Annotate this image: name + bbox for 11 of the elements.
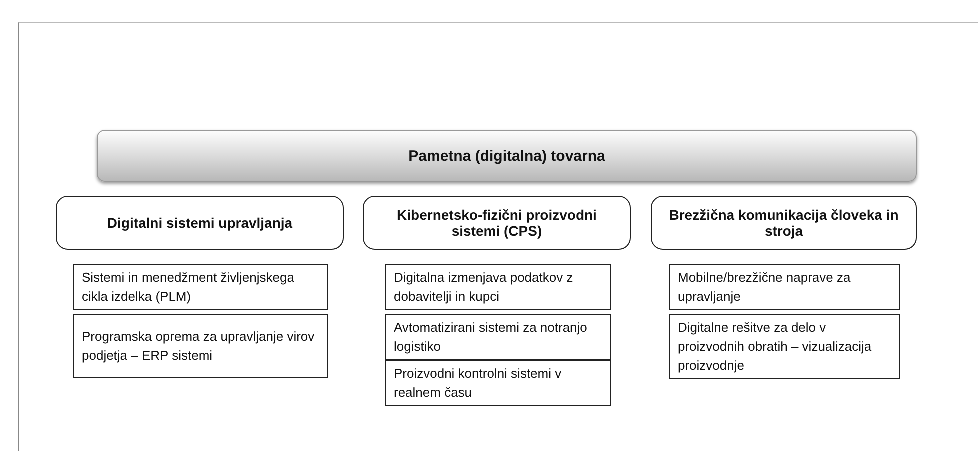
item-box: Programska oprema za upravljanje virov podjetja – ERP sistemi [73, 314, 328, 378]
title-banner: Pametna (digitalna) tovarna [97, 130, 917, 182]
item-box: Sistemi in menedžment življenjskega cikla izdelka (PLM) [73, 264, 328, 310]
item-box: Avtomatizirani sistemi za notranjo logistiko [385, 314, 611, 360]
category-box: Digitalni sistemi upravljanja [56, 196, 344, 250]
item-box: Digitalna izmenjava podatkov z dobavitelji in kupci [385, 264, 611, 310]
item-box: Digitalne rešitve za delo v proizvodnih obratih – vizualizacija proizvodnje [669, 314, 900, 379]
item-box: Mobilne/brezžične naprave za upravljanje [669, 264, 900, 310]
category-box: Brezžična komunikacija človeka in stroja [651, 196, 917, 250]
item-box: Proizvodni kontrolni sistemi v realnem času [385, 360, 611, 406]
category-box: Kibernetsko-fizični proizvodni sistemi (CPS) [363, 196, 631, 250]
